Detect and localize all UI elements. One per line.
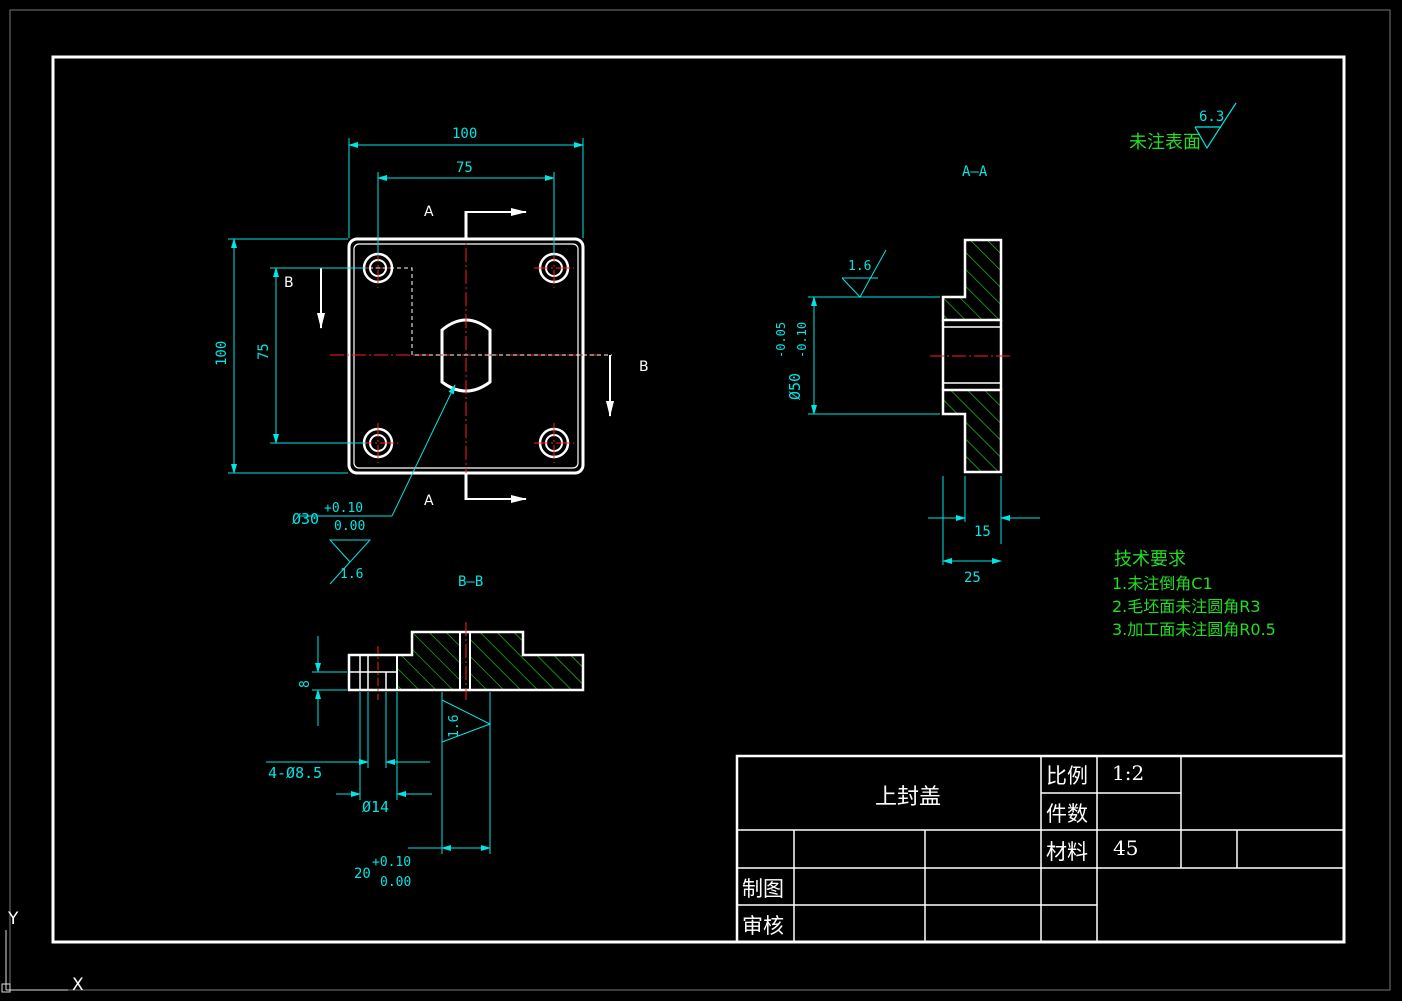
- bb-dim-20-upper: +0.10: [372, 855, 411, 870]
- aa-dia-label: Ø50: [786, 373, 804, 400]
- bb-hole-dia: 4-Ø8.5: [268, 764, 322, 782]
- section-aa-view: A—A 1.6 Ø50 -0.05 -0.10 15 25: [774, 164, 1040, 586]
- ucs-y-label: Y: [7, 909, 19, 929]
- part-name: 上封盖: [875, 785, 941, 810]
- ucs-x-label: X: [72, 975, 84, 995]
- section-label-a-top: A: [424, 204, 434, 220]
- aa-dim-25: 25: [964, 570, 981, 586]
- bb-hatch-right: [469, 631, 584, 691]
- aa-hatch-top: [941, 238, 1003, 322]
- roughness-note: 未注表面 6.3: [1129, 102, 1237, 153]
- dim-height-75: 75: [256, 343, 272, 360]
- paper-edge: [9, 9, 1391, 991]
- section-label-b-left: B: [284, 275, 294, 291]
- aa-roughness-value: 1.6: [848, 259, 871, 274]
- material-label: 材料: [1046, 840, 1088, 864]
- bore-dia-label: Ø30: [292, 510, 319, 528]
- bb-hatch-left: [396, 631, 461, 691]
- dim-width-100: 100: [452, 126, 477, 142]
- aa-dia-tol-lower: -0.10: [795, 322, 809, 358]
- section-label-a-bottom: A: [424, 493, 434, 509]
- tech-requirements: 技术要求 1.未注倒角C1 2.毛坯面未注圆角R3 3.加工面未注圆角R0.5: [1112, 549, 1276, 639]
- aa-dia-tol-upper: -0.05: [774, 322, 788, 358]
- bore-tol-lower: 0.00: [334, 519, 365, 534]
- bb-roughness-value: 1.6: [447, 715, 462, 738]
- bore-tol-upper: +0.10: [324, 501, 363, 516]
- material-value: 45: [1113, 836, 1138, 860]
- aa-hatch-bottom: [941, 388, 1003, 474]
- drawn-label: 制图: [742, 877, 784, 901]
- dim-width-75: 75: [456, 160, 473, 176]
- tech-req-item-1: 1.未注倒角C1: [1112, 574, 1213, 593]
- section-label-b-right: B: [639, 359, 649, 375]
- bore-roughness-value: 1.6: [340, 567, 363, 582]
- roughness-note-label: 未注表面: [1129, 132, 1201, 153]
- dim-height-100: 100: [214, 341, 230, 366]
- section-aa-title: A—A: [962, 164, 988, 180]
- scale-value: 1:2: [1112, 761, 1144, 785]
- count-label: 件数: [1046, 802, 1088, 826]
- tech-req-item-2: 2.毛坯面未注圆角R3: [1112, 597, 1261, 616]
- bb-dim-20-lower: 0.00: [380, 875, 411, 890]
- bb-dim-8: 8: [298, 680, 313, 688]
- bb-dim-20: 20: [354, 866, 371, 882]
- tech-req-item-3: 3.加工面未注圆角R0.5: [1112, 620, 1276, 639]
- tech-req-title: 技术要求: [1114, 549, 1186, 570]
- checked-label: 审核: [742, 914, 784, 938]
- section-bb-title: B—B: [458, 574, 483, 590]
- aa-dim-15: 15: [974, 524, 991, 540]
- title-block: [735, 754, 1346, 944]
- top-view: A A B B 100 75 100 75 Ø30 +0.10 0.00 1.6: [214, 126, 649, 585]
- drawing-border: [51, 55, 1346, 944]
- bore-leader: [391, 384, 456, 517]
- bb-outline: [347, 630, 585, 692]
- ucs-icon: [1, 930, 68, 993]
- roughness-note-value: 6.3: [1199, 109, 1224, 125]
- scale-label: 比例: [1046, 764, 1088, 788]
- section-bb-view: B—B 8 4-Ø8.5 Ø14 20: [266, 574, 585, 890]
- bb-cb-dia: Ø14: [362, 798, 389, 816]
